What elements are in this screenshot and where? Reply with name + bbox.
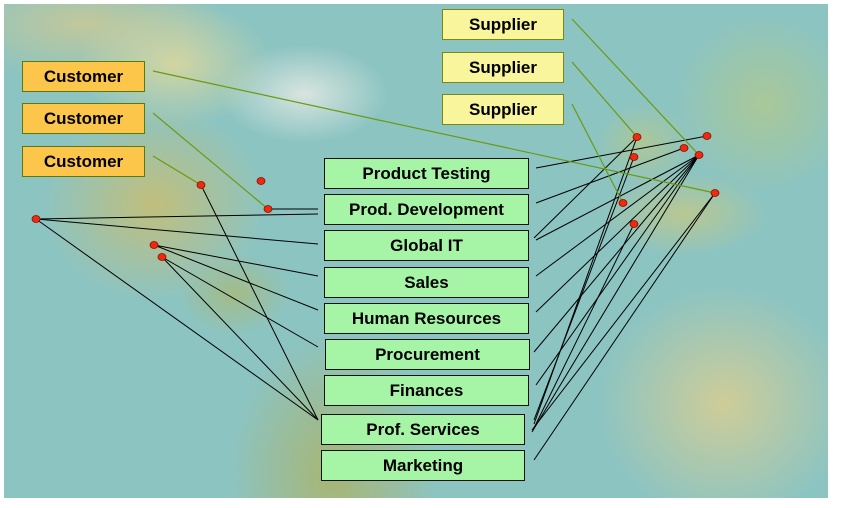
- internal-link-line: [533, 154, 700, 353]
- internal-link-line: [531, 154, 700, 433]
- supplier-box-supplier[interactable]: Supplier: [442, 52, 564, 83]
- customer-box-customer[interactable]: Customer: [22, 61, 145, 92]
- location-marker-icon[interactable]: [710, 189, 720, 197]
- supplier-link-line: [571, 18, 700, 156]
- customer-link-line: [152, 70, 716, 194]
- customer-box-customer[interactable]: Customer: [22, 146, 145, 177]
- internal-link-line: [533, 136, 638, 425]
- internal-link-line: [531, 192, 716, 431]
- location-marker-icon[interactable]: [263, 205, 273, 213]
- internal-link-line: [35, 218, 319, 421]
- internal-link-line: [535, 154, 700, 386]
- internal-link-line: [535, 147, 685, 204]
- department-box-finances[interactable]: Finances: [324, 375, 529, 406]
- department-box-procurement[interactable]: Procurement: [325, 339, 530, 370]
- department-box-prod-development[interactable]: Prod. Development: [324, 194, 529, 225]
- internal-link-line: [533, 223, 635, 429]
- location-marker-icon[interactable]: [149, 241, 159, 249]
- customer-link-line: [152, 155, 202, 186]
- internal-link-line: [35, 213, 319, 220]
- department-box-human-resources[interactable]: Human Resources: [324, 303, 529, 334]
- internal-link-line: [533, 192, 716, 461]
- supplier-box-supplier[interactable]: Supplier: [442, 94, 564, 125]
- box-label: Prod. Development: [349, 199, 504, 219]
- internal-link-line: [153, 244, 319, 311]
- location-marker-icon[interactable]: [256, 177, 266, 185]
- box-label: Customer: [43, 108, 124, 128]
- location-marker-icon[interactable]: [679, 144, 689, 152]
- internal-link-line: [153, 244, 319, 277]
- box-label: Finances: [389, 380, 464, 400]
- box-label: Human Resources: [351, 308, 502, 328]
- department-box-prof-services[interactable]: Prof. Services: [321, 414, 525, 445]
- box-label: Prof. Services: [366, 419, 480, 439]
- location-marker-icon[interactable]: [629, 153, 639, 161]
- internal-link-line: [35, 218, 319, 245]
- box-label: Supplier: [468, 99, 537, 119]
- department-box-marketing[interactable]: Marketing: [321, 450, 525, 481]
- department-box-sales[interactable]: Sales: [324, 267, 529, 298]
- location-marker-icon[interactable]: [702, 132, 712, 140]
- box-label: Supplier: [468, 57, 537, 77]
- internal-link-line: [200, 184, 319, 421]
- supplier-link-line: [571, 61, 638, 138]
- internal-link-line: [161, 256, 319, 348]
- location-marker-icon[interactable]: [196, 181, 206, 189]
- location-marker-icon[interactable]: [629, 220, 639, 228]
- supplier-link-line: [571, 103, 624, 204]
- box-label: Marketing: [382, 455, 464, 475]
- location-marker-icon[interactable]: [632, 133, 642, 141]
- location-marker-icon[interactable]: [157, 253, 167, 261]
- customer-box-customer[interactable]: Customer: [22, 103, 145, 134]
- location-marker-icon[interactable]: [31, 215, 41, 223]
- department-box-global-it[interactable]: Global IT: [324, 230, 529, 261]
- internal-link-line: [535, 154, 700, 277]
- box-label: Global IT: [390, 235, 463, 255]
- box-label: Supplier: [468, 14, 537, 34]
- department-box-product-testing[interactable]: Product Testing: [324, 158, 529, 189]
- box-label: Procurement: [375, 344, 480, 364]
- internal-link-line: [535, 154, 700, 241]
- box-label: Customer: [43, 151, 124, 171]
- box-label: Product Testing: [362, 163, 491, 183]
- location-marker-icon[interactable]: [694, 151, 704, 159]
- internal-link-line: [161, 256, 319, 421]
- box-label: Sales: [404, 272, 449, 292]
- customer-link-line: [152, 112, 269, 210]
- box-label: Customer: [43, 66, 124, 86]
- internal-link-line: [535, 154, 700, 313]
- supplier-box-supplier[interactable]: Supplier: [442, 9, 564, 40]
- location-marker-icon[interactable]: [618, 199, 628, 207]
- internal-link-line: [533, 136, 638, 239]
